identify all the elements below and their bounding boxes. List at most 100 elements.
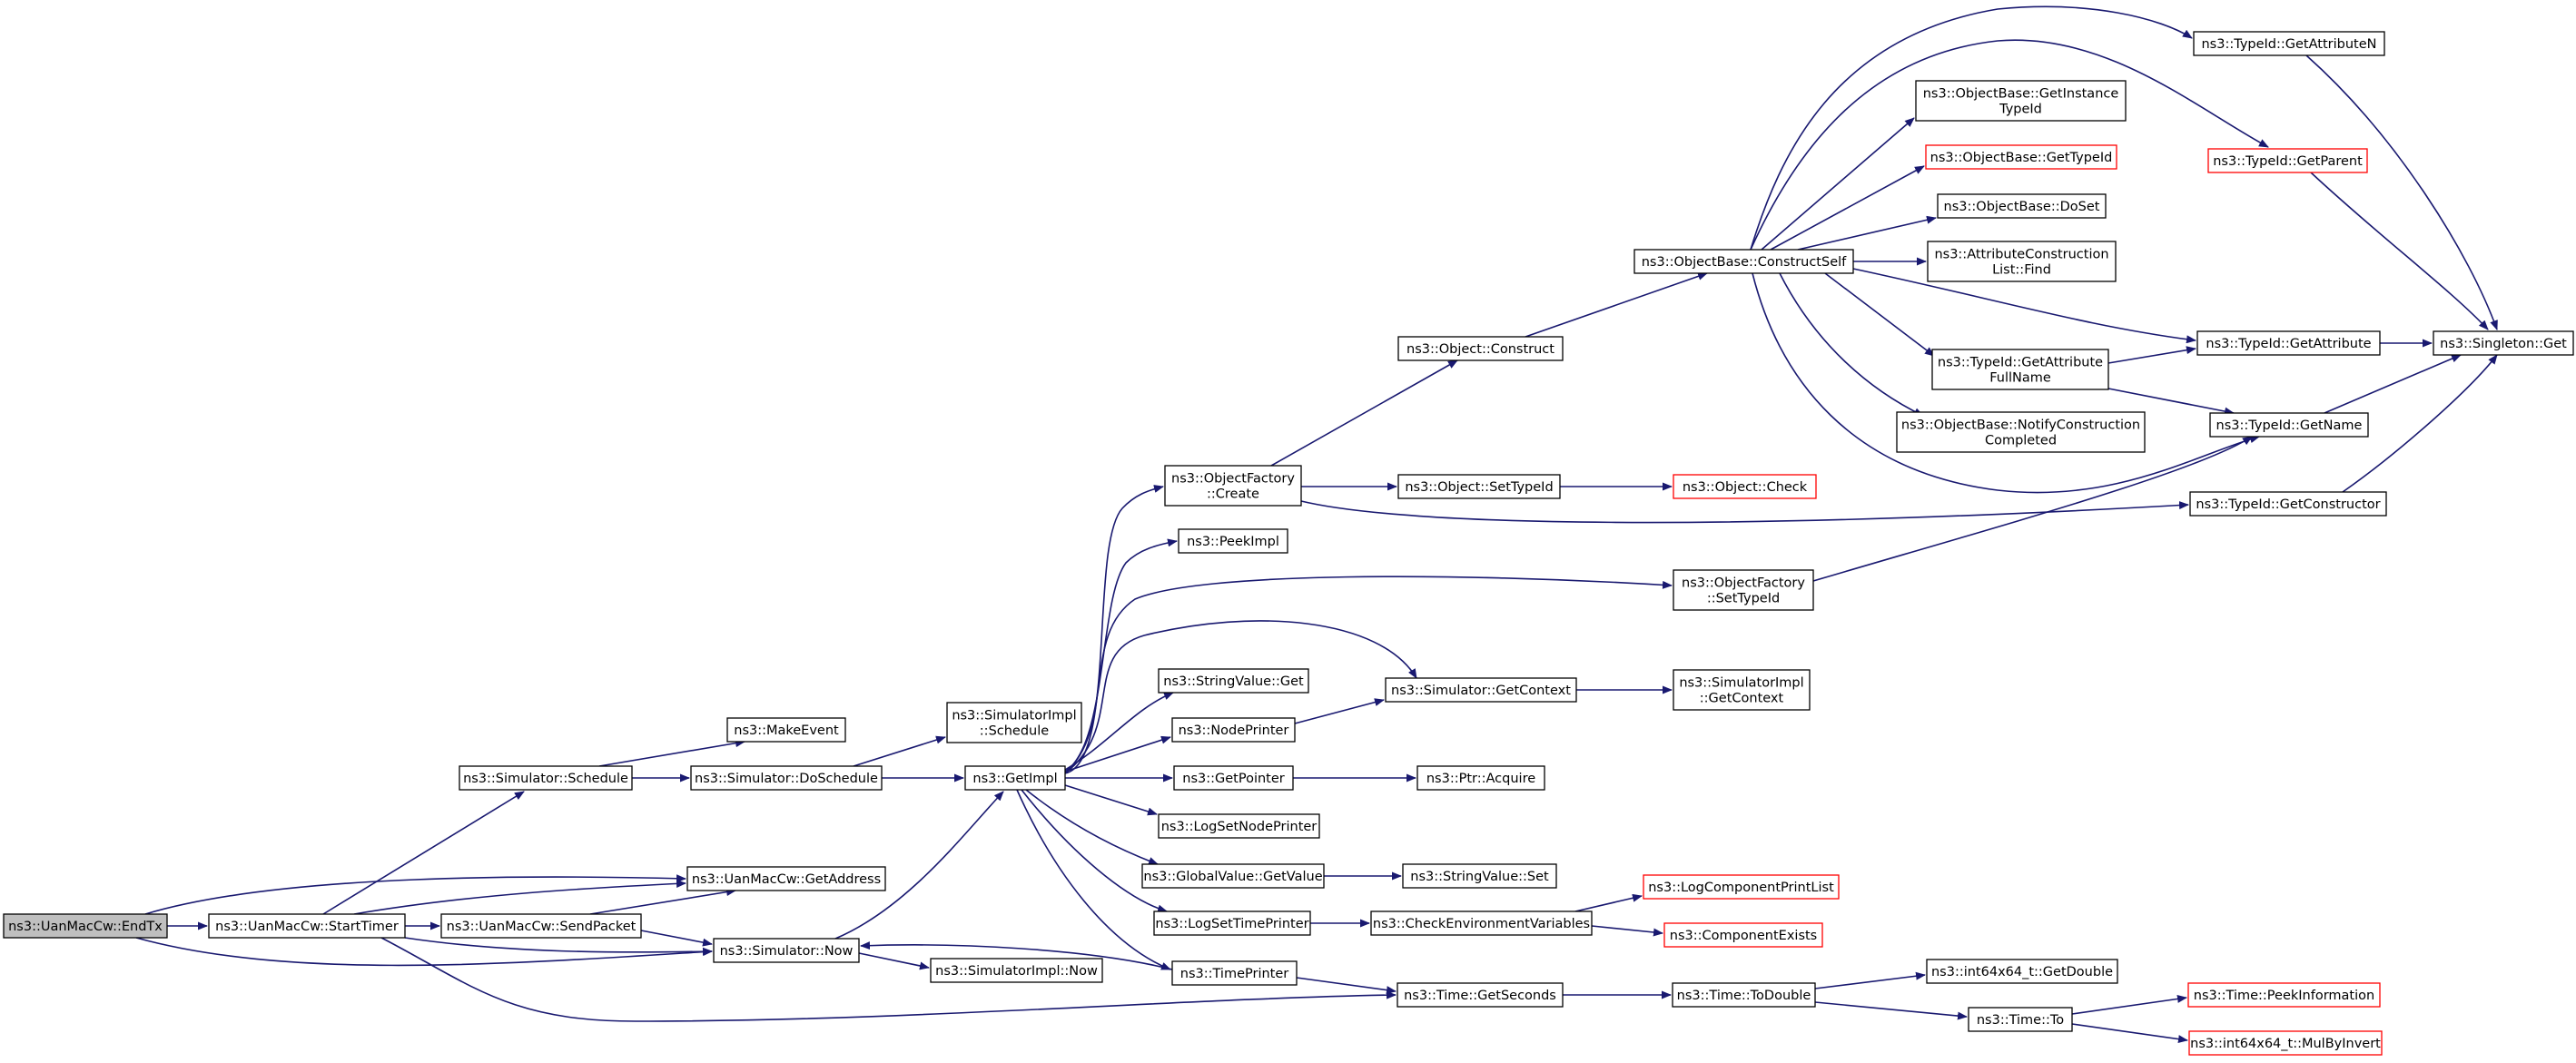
- node-objectconstruct[interactable]: ns3::Object::Construct: [1397, 336, 1564, 361]
- node-layer: ns3::UanMacCw::EndTx ns3::UanMacCw::Start…: [3, 31, 2574, 1056]
- edge-constructself-to-typeidgetattrn: [1750, 5, 2193, 251]
- node-label: ns3::LogComponentPrintList: [1648, 881, 1834, 895]
- node-box: [1385, 677, 1577, 703]
- node-logcompprintlist[interactable]: ns3::LogComponentPrintList: [1643, 874, 1840, 900]
- edge-getimpl-to-logsetnodeprinter: [1064, 784, 1158, 816]
- node-getaddress[interactable]: ns3::UanMacCw::GetAddress: [686, 866, 886, 891]
- node-label: ns3::Object::SetTypeId: [1405, 480, 1553, 495]
- node-sendpacket[interactable]: ns3::UanMacCw::SendPacket: [440, 913, 642, 939]
- node-simschedule[interactable]: ns3::Simulator::Schedule: [459, 765, 633, 791]
- node-getpointer[interactable]: ns3::GetPointer: [1173, 765, 1294, 791]
- node-checkenv[interactable]: ns3::CheckEnvironmentVariables: [1370, 910, 1593, 936]
- node-typeidgetconstructor[interactable]: ns3::TypeId::GetConstructor: [2189, 491, 2387, 517]
- edge-constructself-to-typeidgetattr: [1852, 268, 2196, 344]
- node-label: ns3::Object::Construct: [1406, 342, 1554, 357]
- edge-layer: [135, 5, 2498, 1044]
- node-box: [726, 717, 846, 743]
- node-logsetnodeprinter[interactable]: ns3::LogSetNodePrinter: [1158, 813, 1320, 839]
- node-box: [1673, 569, 1814, 611]
- edge-getimpl-to-logsettimeprinter: [1021, 789, 1168, 913]
- node-label: ns3::StringValue::Get: [1163, 674, 1304, 689]
- node-ptracquire[interactable]: ns3::Ptr::Acquire: [1416, 765, 1545, 791]
- node-notifyconstr[interactable]: ns3::ObjectBase::NotifyConstructionCompl…: [1896, 411, 2146, 453]
- node-timepeekinfo[interactable]: ns3::Time::PeekInformation: [2187, 982, 2381, 1008]
- node-simimplnow[interactable]: ns3::SimulatorImpl::Now: [930, 958, 1103, 983]
- node-nodeprinter[interactable]: ns3::NodePrinter: [1171, 717, 1296, 743]
- node-label: ns3::Object::Check: [1683, 480, 1808, 495]
- node-starttimer[interactable]: ns3::UanMacCw::StartTimer: [208, 913, 406, 939]
- node-simnow[interactable]: ns3::Simulator::Now: [713, 938, 860, 963]
- node-simimplschedule[interactable]: ns3::SimulatorImpl::Schedule: [946, 702, 1082, 743]
- node-globalvaluegetvalue[interactable]: ns3::GlobalValue::GetValue: [1141, 863, 1325, 889]
- node-label: ns3::CheckEnvironmentVariables: [1373, 917, 1590, 931]
- node-int64getdouble[interactable]: ns3::int64x64_t::GetDouble: [1926, 959, 2118, 984]
- node-compexists[interactable]: ns3::ComponentExists: [1663, 922, 1823, 948]
- node-label: ns3::TypeId::GetParent: [2213, 154, 2363, 169]
- node-constructself[interactable]: ns3::ObjectBase::ConstructSelf: [1633, 249, 1854, 274]
- node-typeidgetparent[interactable]: ns3::TypeId::GetParent: [2207, 148, 2368, 173]
- node-label: ns3::ObjectBase::GetInstance: [1923, 87, 2119, 102]
- edge-getimpl-to-peekimpl: [1064, 538, 1178, 773]
- node-label: ns3::ObjectFactory: [1171, 472, 1295, 487]
- node-peekimpl[interactable]: ns3::PeekImpl: [1178, 528, 1288, 554]
- node-box: [1178, 528, 1288, 554]
- node-label: ns3::TypeId::GetAttributeN: [2201, 37, 2376, 52]
- node-box: [1173, 765, 1294, 791]
- edge-getimpl-to-objfactorycreate: [1064, 485, 1164, 774]
- edge-constructself-to-notifyconstr: [1779, 272, 1924, 417]
- node-box: [459, 765, 633, 791]
- node-label: ns3::ObjectBase::GetTypeId: [1930, 151, 2113, 165]
- node-doschedule[interactable]: ns3::Simulator::DoSchedule: [690, 765, 883, 791]
- node-label: ::SetTypeId: [1707, 592, 1780, 606]
- node-simimplgetcontext[interactable]: ns3::SimulatorImpl::GetContext: [1673, 669, 1811, 711]
- node-box: [1926, 959, 2118, 984]
- edge-constructself-to-typeidgetparent: [1750, 39, 2269, 251]
- node-label: ns3::Simulator::DoSchedule: [695, 772, 878, 786]
- edge-typeidgetattrn-to-singletonget: [2305, 54, 2498, 330]
- node-objbasedoset[interactable]: ns3::ObjectBase::DoSet: [1937, 193, 2107, 219]
- node-box: [1968, 1007, 2073, 1032]
- node-objectcheck[interactable]: ns3::Object::Check: [1673, 474, 1817, 499]
- node-box: [2207, 148, 2368, 173]
- node-timeprinter[interactable]: ns3::TimePrinter: [1171, 960, 1298, 986]
- node-logsettimeprinter[interactable]: ns3::LogSetTimePrinter: [1153, 910, 1311, 936]
- node-label: ns3::Time::ToDouble: [1677, 989, 1811, 1003]
- edge-simnow-to-simimplnow: [858, 952, 930, 970]
- node-box: [1672, 982, 1816, 1008]
- node-timegetseconds[interactable]: ns3::Time::GetSeconds: [1397, 982, 1564, 1008]
- node-int64mulbyinvert[interactable]: ns3::int64x64_t::MulByInvert: [2188, 1030, 2383, 1056]
- node-label: ns3::StringValue::Set: [1410, 870, 1549, 884]
- node-label: ns3::ObjectBase::ConstructSelf: [1642, 255, 1847, 270]
- node-simgetcontext[interactable]: ns3::Simulator::GetContext: [1385, 677, 1577, 703]
- node-timeto[interactable]: ns3::Time::To: [1968, 1007, 2073, 1032]
- node-singletonget[interactable]: ns3::Singleton::Get: [2433, 330, 2574, 356]
- node-endtx[interactable]: ns3::UanMacCw::EndTx: [3, 913, 168, 939]
- edge-timeto-to-timepeekinfo: [2071, 994, 2187, 1015]
- node-makeevent[interactable]: ns3::MakeEvent: [726, 717, 846, 743]
- edge-constructself-to-objbasedoset: [1797, 215, 1937, 251]
- node-objfactorysettypeid[interactable]: ns3::ObjectFactory::SetTypeId: [1673, 569, 1814, 611]
- edge-timeprinter-to-simnow: [860, 941, 1173, 970]
- node-label: ns3::NodePrinter: [1179, 723, 1289, 738]
- node-getimpl[interactable]: ns3::GetImpl: [964, 765, 1066, 791]
- node-box: [1633, 249, 1854, 274]
- node-box: [1141, 863, 1325, 889]
- node-typeidgetname[interactable]: ns3::TypeId::GetName: [2209, 412, 2369, 438]
- edge-objectconstruct-to-constructself: [1525, 272, 1708, 338]
- node-objectsettypeid[interactable]: ns3::Object::SetTypeId: [1397, 474, 1561, 499]
- node-typeidgetattr[interactable]: ns3::TypeId::GetAttribute: [2196, 330, 2381, 356]
- node-stringvalueget[interactable]: ns3::StringValue::Get: [1158, 668, 1309, 694]
- node-typeidgetattrn[interactable]: ns3::TypeId::GetAttributeN: [2193, 31, 2385, 56]
- node-objbasegettypeid[interactable]: ns3::ObjectBase::GetTypeId: [1925, 144, 2117, 170]
- node-label: ns3::Simulator::Now: [720, 944, 854, 959]
- node-stringvalueset[interactable]: ns3::StringValue::Set: [1402, 863, 1557, 889]
- edge-typeidgetname-to-singletonget: [2324, 354, 2462, 414]
- node-objfactorycreate[interactable]: ns3::ObjectFactory::Create: [1164, 465, 1302, 507]
- node-label: ns3::TypeId::GetAttribute: [1938, 356, 2103, 370]
- node-label: ::Create: [1207, 487, 1259, 502]
- node-timetodouble[interactable]: ns3::Time::ToDouble: [1672, 982, 1816, 1008]
- node-box: [2193, 31, 2385, 56]
